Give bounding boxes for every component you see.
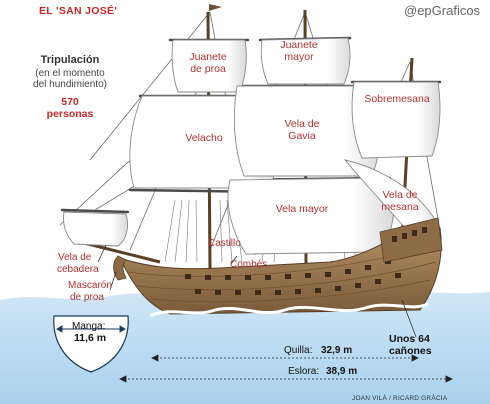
label-cannons-1: Unos 64	[389, 333, 430, 345]
figurehead	[113, 255, 127, 281]
label-juanete-mayor-2: mayor	[284, 51, 314, 63]
label-gavia-2: Gavia	[288, 130, 316, 142]
label-cebadera-2: cebadera	[57, 264, 99, 275]
label-combes: Combés	[230, 259, 268, 270]
quilla-label: Quilla:	[284, 345, 313, 356]
label-mascaron-1: Mascarón	[68, 280, 112, 291]
label-sobremesana: Sobremesana	[364, 93, 430, 105]
eslora-value: 38,9 m	[326, 366, 358, 377]
label-juanete-mayor-1: Juanete	[280, 39, 318, 51]
leader-lines	[97, 244, 417, 338]
juanete-mayor-sail	[260, 37, 351, 85]
label-mesana-2: mesana	[381, 201, 419, 213]
manga-section	[53, 315, 129, 373]
chart-title: EL 'SAN JOSÉ'	[39, 5, 118, 17]
manga-value: 11,6 m	[74, 332, 107, 344]
label-vela-mayor: Vela mayor	[275, 203, 329, 215]
label-mesana-1: Vela de	[382, 189, 418, 201]
brand-watermark: @epGraficos	[404, 3, 481, 18]
label-cebadera-1: Vela de	[58, 252, 92, 263]
label-juanete-proa-1: Juanete	[189, 51, 227, 63]
label-castillo: Castillo	[208, 238, 241, 249]
quilla-arrow	[151, 354, 419, 362]
crew-heading: Tripulación	[40, 54, 100, 66]
flag	[209, 4, 222, 11]
eslora-arrow	[119, 375, 453, 383]
crew-unit: personas	[46, 108, 94, 120]
sails	[63, 37, 441, 255]
sobremesana-sail	[351, 81, 441, 159]
crew-subtitle-line1: (en el momento	[35, 68, 105, 79]
label-velacho: Velacho	[185, 132, 223, 144]
label-mascaron-2: de proa	[70, 292, 104, 303]
eslora-label: Eslora:	[288, 366, 320, 377]
quilla-value: 32,9 m	[321, 345, 353, 356]
label-juanete-proa-2: de proa	[190, 63, 226, 75]
bow-wave	[149, 302, 429, 318]
crew-count: 570	[61, 96, 79, 108]
manga-label: Manga:	[72, 321, 106, 332]
label-gavia-1: Vela de	[284, 118, 320, 130]
stern-windows	[392, 227, 427, 242]
author-credit: JOAN VILÀ / RICARD GRÀCIA	[352, 395, 448, 402]
manga-arrow	[56, 325, 126, 333]
crew-subtitle-line2: del hundimiento)	[33, 79, 107, 90]
cebadera-sail	[63, 211, 129, 247]
mayor-sail	[227, 177, 394, 255]
label-cannons-2: cañones	[389, 345, 432, 357]
